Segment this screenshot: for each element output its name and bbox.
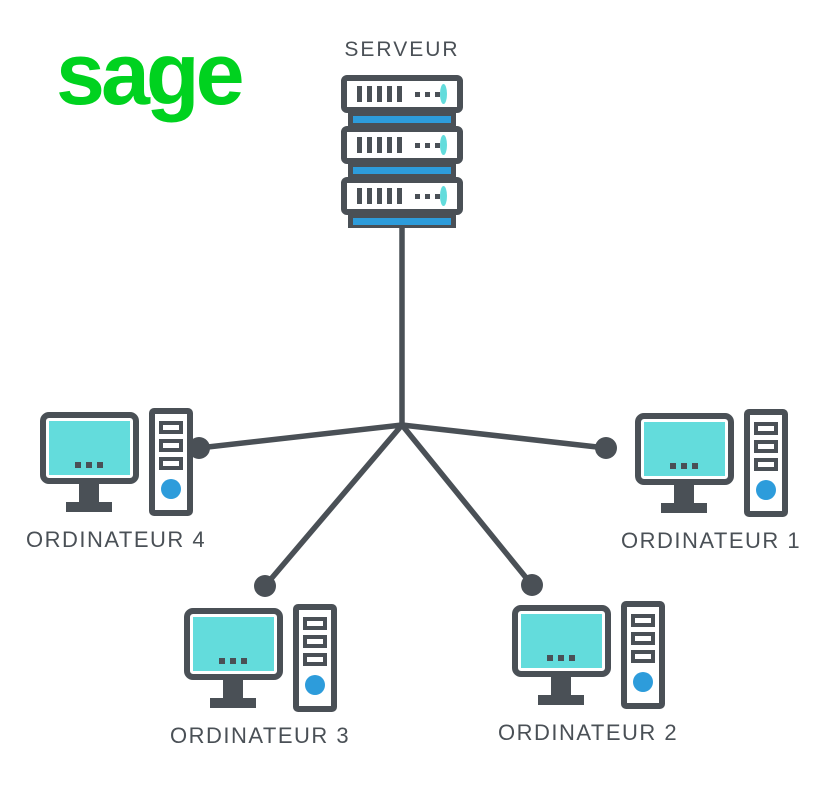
monitor-stand [551, 677, 572, 695]
monitor-base [661, 503, 708, 513]
tower-bay [630, 650, 655, 663]
rack-unit-light [440, 84, 447, 104]
rack-unit [341, 126, 463, 164]
sage-logo: sage [56, 24, 245, 123]
rack-unit-dots [415, 142, 440, 148]
tower-icon [148, 408, 193, 516]
tower-bay [158, 457, 183, 470]
link-hub-to-computer2 [399, 423, 535, 587]
tower-bay [630, 614, 655, 627]
computer-label: ORDINATEUR 3 [170, 723, 351, 748]
computer-icon [634, 409, 788, 517]
rack-unit-vents [357, 137, 402, 153]
link-hub-to-computer3 [262, 423, 405, 588]
computer-node-3: ORDINATEUR 3 [170, 604, 350, 749]
monitor-icon [511, 605, 611, 677]
monitor-icon [183, 608, 283, 680]
tower-icon [743, 409, 788, 517]
screen-dots [75, 462, 104, 468]
computer-icon [183, 604, 337, 712]
computer-icon [39, 408, 193, 516]
rack-unit-vents [357, 188, 402, 204]
monitor-screen [48, 421, 130, 475]
monitor-icon [39, 412, 139, 484]
link-dot-computer1 [595, 437, 617, 459]
rack-unit [341, 177, 463, 215]
computer-node-1: ORDINATEUR 1 [621, 409, 801, 554]
tower-bay [302, 617, 327, 630]
link-hub-to-computer4 [198, 422, 403, 451]
rack-unit-dots [415, 193, 440, 199]
computer-node-2: ORDINATEUR 2 [498, 601, 678, 746]
tower-icon [620, 601, 665, 709]
rack-unit-vents [357, 86, 402, 102]
rack-unit [341, 75, 463, 113]
server-label: SERVEUR [344, 38, 460, 61]
tower-bay [753, 422, 778, 435]
computer-label: ORDINATEUR 4 [26, 527, 207, 552]
tower-bay [753, 458, 778, 471]
monitor-icon [634, 413, 734, 485]
monitor-base [538, 695, 585, 705]
rack-divider [348, 113, 456, 126]
screen-dots [547, 655, 576, 661]
server-rack-icon [341, 75, 463, 228]
tower-power-light [160, 479, 181, 499]
server-node: SERVEUR [341, 38, 463, 228]
link-dot-computer4 [188, 437, 210, 459]
tower-bay [158, 439, 183, 452]
monitor-base [210, 698, 257, 708]
tower-bay [302, 653, 327, 666]
link-dot-computer3 [254, 575, 276, 597]
monitor-stand [674, 485, 695, 503]
computer-node-4: ORDINATEUR 4 [26, 408, 206, 553]
monitor-screen [192, 617, 274, 671]
tower-icon [292, 604, 337, 712]
computer-label: ORDINATEUR 2 [498, 720, 679, 745]
rack-unit-light [440, 135, 447, 155]
tower-bay [630, 632, 655, 645]
link-dot-computer2 [521, 574, 543, 596]
tower-bay [302, 635, 327, 648]
monitor-stand [79, 484, 100, 502]
rack-divider [348, 215, 456, 228]
tower-power-light [632, 672, 653, 692]
monitor-screen [520, 614, 602, 668]
link-hub-to-computer1 [401, 422, 607, 451]
tower-power-light [755, 480, 776, 500]
computer-label: ORDINATEUR 1 [621, 528, 802, 553]
rack-unit-dots [415, 91, 440, 97]
rack-divider [348, 164, 456, 177]
monitor-screen [643, 422, 725, 476]
monitor-stand [223, 680, 244, 698]
screen-dots [219, 658, 248, 664]
tower-bay [158, 421, 183, 434]
tower-bay [753, 440, 778, 453]
screen-dots [670, 463, 699, 469]
monitor-base [66, 502, 113, 512]
rack-unit-light [440, 186, 447, 206]
computer-icon [511, 601, 665, 709]
tower-power-light [304, 675, 325, 695]
